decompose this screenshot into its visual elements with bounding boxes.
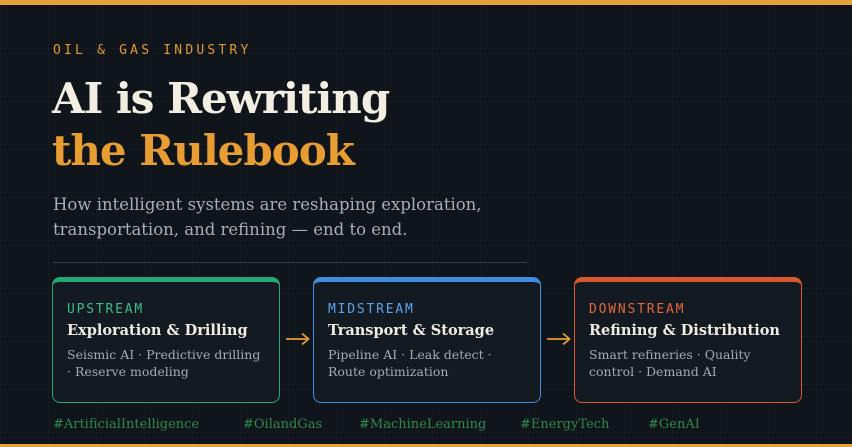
- stage-tag: MIDSTREAM: [328, 302, 415, 317]
- stage-title: Exploration & Drilling: [67, 322, 248, 339]
- page-title: AI is Rewriting the Rulebook: [52, 73, 390, 177]
- divider: [53, 262, 527, 263]
- stage-description: Seismic AI · Predictive drilling · Reser…: [67, 347, 261, 379]
- eyebrow-label: OIL & GAS INDUSTRY: [53, 43, 252, 58]
- arrow-right-icon: [286, 332, 310, 346]
- hashtag: #OilandGas: [243, 417, 323, 432]
- downstream-card: DOWNSTREAM Refining & Distribution Smart…: [574, 277, 802, 403]
- stage-description: Pipeline AI · Leak detect · Route optimi…: [328, 347, 492, 379]
- midstream-card: MIDSTREAM Transport & Storage Pipeline A…: [313, 277, 541, 403]
- upstream-card: UPSTREAM Exploration & Drilling Seismic …: [52, 277, 280, 403]
- hashtag: #ArtificialIntelligence: [53, 417, 200, 432]
- hashtag: #GenAI: [648, 417, 700, 432]
- hashtag-row: #ArtificialIntelligence #OilandGas #Mach…: [53, 417, 813, 435]
- stage-description: Smart refineries · Quality control · Dem…: [589, 347, 751, 379]
- title-line-2: the Rulebook: [52, 126, 355, 175]
- title-line-1: AI is Rewriting: [52, 74, 390, 123]
- arrow-right-icon: [547, 332, 571, 346]
- hashtag: #MachineLearning: [359, 417, 487, 432]
- stage-tag: UPSTREAM: [67, 302, 145, 317]
- subtitle: How intelligent systems are reshaping ex…: [53, 195, 482, 239]
- bottom-accent-bar: [0, 444, 852, 447]
- stage-title: Refining & Distribution: [589, 322, 780, 339]
- stage-title: Transport & Storage: [328, 322, 495, 339]
- top-accent-bar: [0, 0, 852, 5]
- stage-tag: DOWNSTREAM: [589, 302, 686, 317]
- hashtag: #EnergyTech: [520, 417, 610, 432]
